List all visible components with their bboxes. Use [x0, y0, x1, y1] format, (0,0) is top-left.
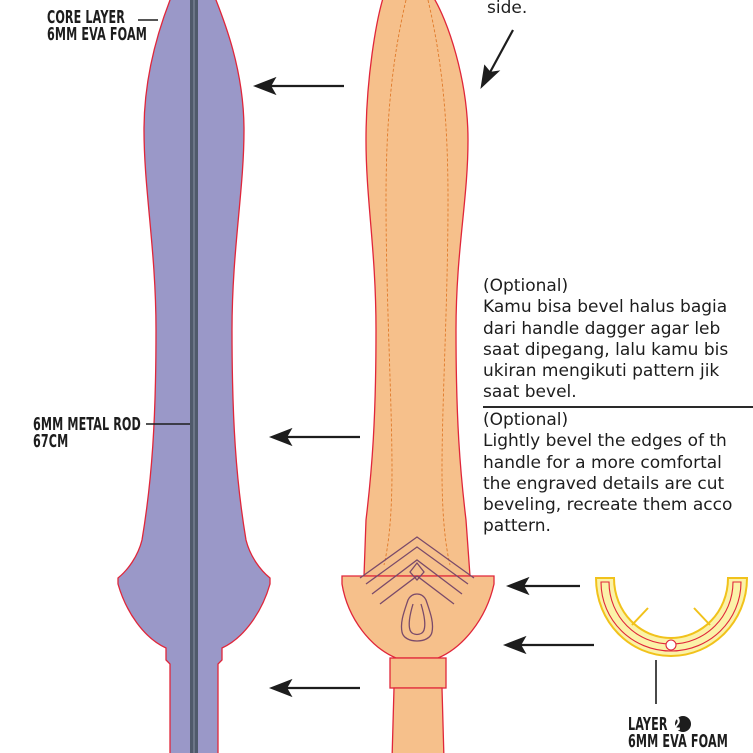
note-indonesian-line: saat dipegang, lalu kamu bis [483, 339, 729, 360]
note-indonesian: (Optional) Kamu bisa bevel halus bagia d… [483, 276, 753, 404]
layer-number-badge [675, 716, 691, 732]
arrows [252, 29, 594, 698]
note-indonesian-line: saat bevel. [483, 382, 577, 403]
blade-fuller-line [383, 0, 451, 566]
layer2-label-line1: LAYER [628, 714, 668, 735]
core-layer-label-line2: 6MM EVA FOAM [47, 24, 147, 45]
guard-engraving [359, 536, 475, 642]
metal-rod-label: 6MM METAL ROD 67CM [33, 414, 141, 452]
note-english-line: handle for a more comfortal [483, 452, 722, 473]
layer-blade-shape [363, 0, 471, 577]
metal-rod-label-line2: 67CM [33, 431, 69, 452]
core-layer-label: CORE LAYER 6MM EVA FOAM [47, 7, 147, 45]
metal-rod-label-line1: 6MM METAL ROD [33, 414, 141, 435]
note-english: (Optional) Lightly bevel the edges of th… [483, 410, 753, 538]
layer2-label-line2: 6MM EVA FOAM [628, 731, 728, 752]
note-indonesian-heading: (Optional) [483, 276, 569, 296]
note-indonesian-line: dari handle dagger agar leb [483, 318, 721, 339]
leader-lines [138, 19, 657, 704]
note-english-line: the engraved details are cut [483, 473, 725, 494]
note-english-line: pattern. [483, 516, 551, 537]
note-english-line: Lightly bevel the edges of th [483, 431, 727, 452]
note-english-heading: (Optional) [483, 410, 569, 430]
note-divider [483, 406, 753, 408]
top-note-fragment: side. [487, 0, 528, 18]
handle-collar [389, 657, 447, 689]
core-layer-label-line1: CORE LAYER [47, 7, 126, 28]
layer2-badge-number: 2 [672, 714, 681, 735]
layer-guard-shape [341, 575, 495, 659]
layer2-guard-piece [594, 577, 749, 658]
note-indonesian-line: Kamu bisa bevel halus bagia [483, 297, 728, 318]
note-english-line: beveling, recreate them acco [483, 495, 733, 516]
layer-handle-shape [391, 687, 445, 753]
note-indonesian-line: ukiran mengikuti pattern jik [483, 361, 720, 382]
